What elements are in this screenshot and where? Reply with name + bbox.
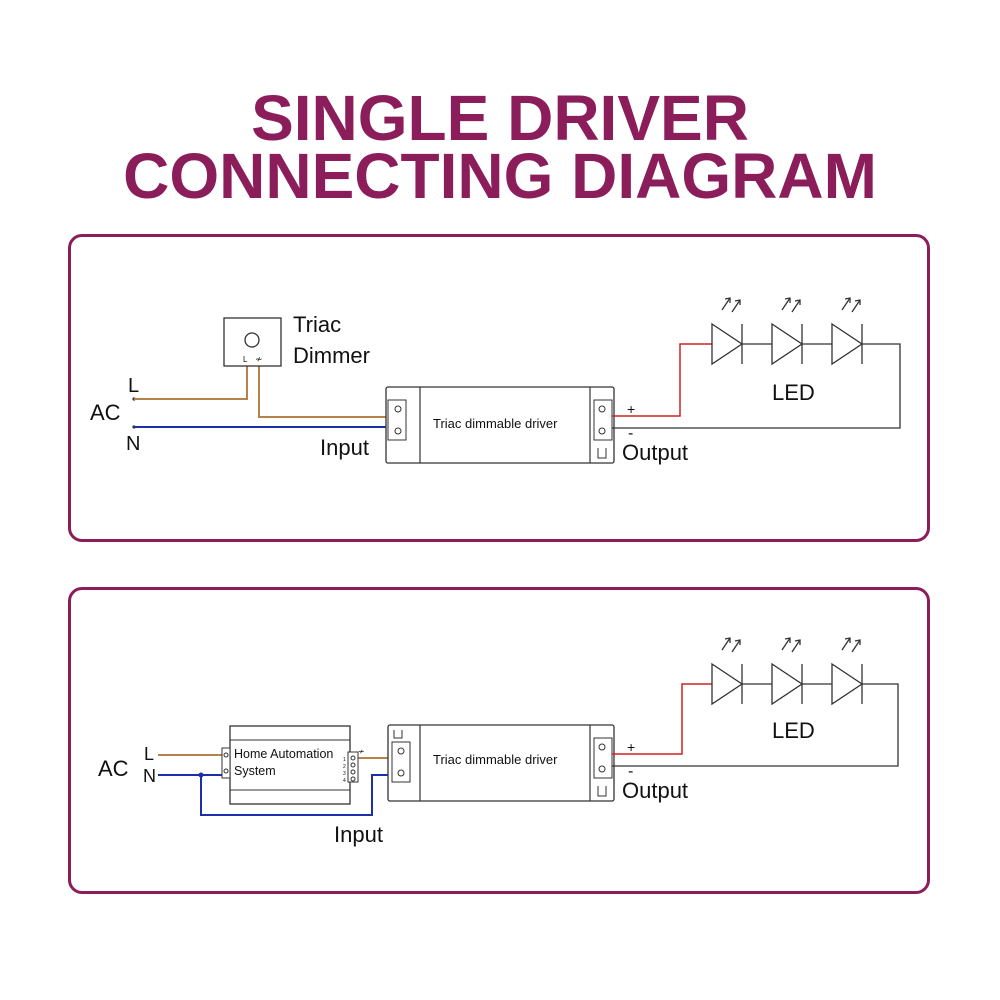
dimmer-terminal-l: L [243,355,248,364]
title-line-1: SINGLE DRIVER [251,82,749,154]
led-label: LED [772,380,815,405]
driver-label: Triac dimmable driver [433,752,558,767]
triac-driver-2 [387,724,615,802]
neutral-wire-to-driver [200,774,390,816]
input-label: Input [334,822,383,847]
ac-label: AC [90,400,121,425]
terminal-number-3: 3 [343,771,346,777]
dimmer-label-line2: Dimmer [293,343,370,368]
output-label: Output [622,440,688,465]
dimmer-terminal-dim: ≁ [255,354,263,364]
home-automation-box [221,725,359,805]
automation-label-line2: System [234,764,276,778]
diagram-panel-triac-dimmer [68,234,930,542]
diagram-2: AC L N Home Automation System 1 2 3 4 ≁ [98,637,899,847]
output-label: Output [622,778,688,803]
ac-label: AC [98,756,129,781]
neutral-label: N [126,433,140,455]
terminal-number-4: 4 [343,778,346,784]
minus-label: - [628,763,633,780]
neutral-label: N [143,766,156,786]
led-1-icon [711,637,744,706]
led-1-icon [711,297,744,366]
dimmed-live-wire [258,366,388,418]
live-label: L [144,744,154,764]
led-2-icon [771,637,804,706]
output-positive-wire [612,343,712,417]
led-3-icon [831,297,864,366]
live-label: L [128,375,139,397]
output-negative-wire [612,683,899,767]
dimmer-knob-icon [244,332,260,348]
output-negative-wire [612,343,901,429]
terminal-number-1: 1 [343,757,346,763]
automation-label-line1: Home Automation [234,747,333,761]
input-label: Input [320,435,369,460]
triac-dimmer-box [223,317,282,367]
live-wire-to-dimmer [134,366,248,400]
dimmer-label-line1: Triac [293,312,341,337]
led-label: LED [772,718,815,743]
output-positive-wire [612,683,712,755]
title-line-2: CONNECTING DIAGRAM [123,140,877,212]
diagram-1: AC L N L ≁ Triac Dimmer Triac dimmable [90,297,901,465]
driver-label: Triac dimmable driver [433,416,558,431]
minus-label: - [628,425,633,442]
terminal-symbol: ≁ [358,747,365,756]
plus-label: + [627,401,635,417]
led-3-icon [831,637,864,706]
plus-label: + [627,739,635,755]
terminal-number-2: 2 [343,764,346,770]
triac-driver-1 [385,386,615,464]
led-2-icon [771,297,804,366]
